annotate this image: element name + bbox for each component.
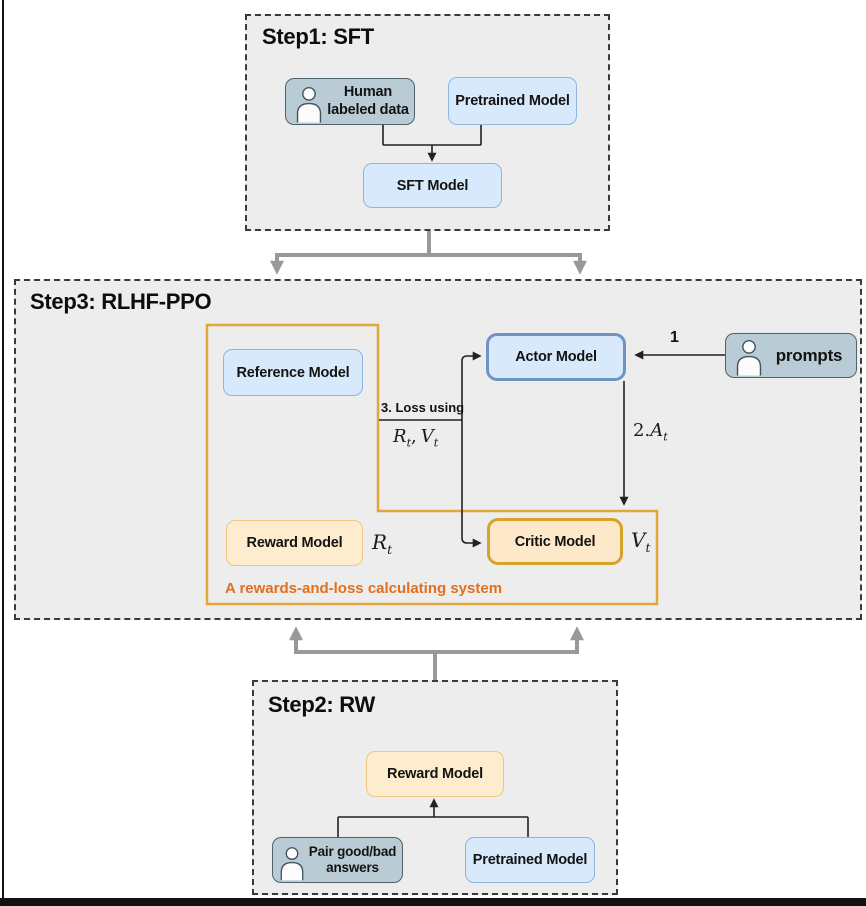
wire-step1-merge	[382, 125, 482, 146]
reward-model-label: Reward Model	[387, 766, 483, 782]
pretrained-model-label: Pretrained Model	[472, 852, 588, 868]
pretrained-model-node-step1: Pretrained Model	[448, 77, 577, 125]
loss-variables-label: Rt,Vt	[393, 426, 439, 450]
person-icon	[280, 847, 304, 881]
value-output-label: Vt	[631, 528, 651, 555]
rewards-loss-region-outline	[205, 323, 659, 606]
wire-step2-merge	[337, 816, 529, 837]
human-labeled-data-node: Human labeled data	[285, 78, 415, 125]
reference-model-label: Reference Model	[236, 364, 350, 381]
step1-title: Step1: SFT	[262, 24, 374, 49]
reward-output-label: Rt	[372, 530, 393, 557]
step2-title: Step2: RW	[268, 692, 375, 717]
arrow-loss-to-critic	[461, 420, 482, 548]
reward-model-node-step2: Reward Model	[366, 751, 504, 797]
human-labeled-data-label: Human labeled data	[327, 84, 409, 118]
sft-model-node: SFT Model	[363, 163, 502, 208]
sft-model-label: SFT Model	[396, 177, 469, 194]
pair-answers-label: Pair good/bad answers	[308, 843, 397, 875]
prompt-arrow-number: 1	[670, 329, 679, 346]
step3-panel	[14, 279, 862, 620]
pretrained-model-node-step2: Pretrained Model	[465, 837, 595, 883]
step3-title: Step3: RLHF-PPO	[30, 289, 212, 314]
actor-model-label: Actor Model	[515, 349, 597, 365]
loss-using-label: 3. Loss using	[381, 400, 465, 415]
pair-answers-node: Pair good/bad answers	[272, 837, 403, 883]
person-icon	[736, 339, 762, 376]
arrow-loss-to-actor	[461, 351, 482, 420]
critic-model-label: Critic Model	[514, 533, 596, 550]
rewards-loss-caption: A rewards-and-loss calculating system	[225, 580, 503, 597]
reward-model-label: Reward Model	[246, 535, 343, 551]
person-icon	[296, 86, 322, 123]
actor-model-node: Actor Model	[486, 333, 626, 381]
prompts-node: prompts	[725, 333, 857, 378]
critic-model-node: Critic Model	[487, 518, 623, 565]
pretrained-model-label: Pretrained Model	[455, 93, 570, 109]
reward-model-node-step3: Reward Model	[226, 520, 363, 566]
reference-model-node: Reference Model	[223, 349, 363, 396]
frame-bottom-border	[0, 898, 866, 906]
frame-left-border	[2, 0, 4, 900]
wire-step1-to-step3	[275, 231, 582, 257]
wire-step2-to-step3	[294, 650, 579, 680]
prompts-label: prompts	[775, 345, 843, 365]
advantage-label: 2.At	[633, 420, 668, 444]
